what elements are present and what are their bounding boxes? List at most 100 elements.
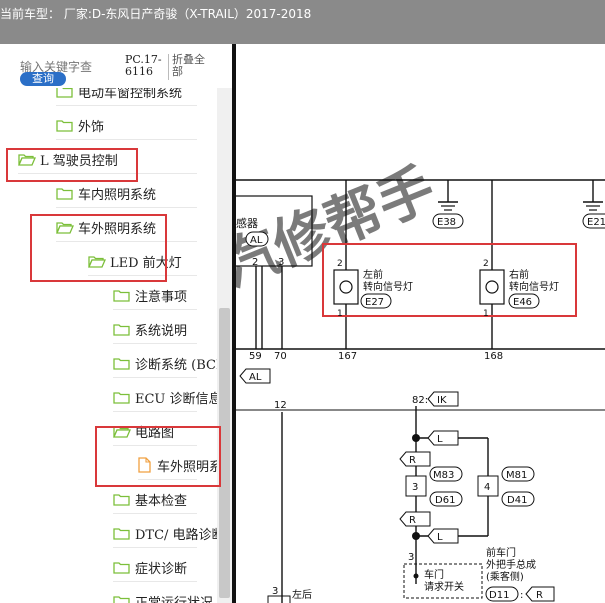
search-input[interactable]	[20, 58, 120, 76]
row-divider	[113, 411, 197, 412]
r-tag-2: R	[409, 515, 416, 526]
tree-item[interactable]: 症状诊断	[113, 552, 197, 582]
row-divider	[113, 309, 197, 310]
tree-item[interactable]: 车内照明系统	[56, 178, 197, 208]
tree-item[interactable]: 基本检查	[113, 484, 197, 514]
tree-item[interactable]: 诊断系统 (BCM)	[113, 348, 217, 378]
tree-item[interactable]: L 驾驶员控制	[18, 144, 197, 174]
title-bar: 当前车型： 厂家:D-东风日产奇骏（X-TRAIL）2017-2018	[0, 0, 605, 44]
tree-item-label: 车外照明系统	[78, 221, 157, 237]
row-divider	[56, 139, 197, 140]
tree-item[interactable]: 注意事项	[113, 280, 197, 310]
folder-icon	[113, 323, 130, 336]
row-divider	[113, 377, 197, 378]
left-lamp-pin-top: 2	[337, 259, 343, 269]
right-lamp-pin-top: 2	[483, 259, 489, 269]
tree-item-label: 注意事项	[135, 289, 188, 305]
query-button[interactable]: 查询	[20, 72, 66, 86]
rear-left-label: 左后	[292, 588, 312, 601]
tree-item[interactable]: DTC/ 电路诊断	[113, 518, 217, 548]
pin-4: 4	[484, 482, 490, 493]
folder-icon	[113, 595, 130, 603]
toolbar-separator	[168, 54, 169, 80]
row-divider	[113, 547, 197, 548]
folder-icon	[113, 289, 130, 302]
tree-item-label: 外饰	[78, 119, 105, 135]
collapse-all-button[interactable]: 折叠全部	[172, 53, 205, 78]
sidebar-scrollbar[interactable]	[217, 88, 232, 603]
tree-item[interactable]: ECU 诊断信息	[113, 382, 217, 412]
wire-number-168: 168	[484, 351, 503, 362]
r-tag-1: R	[409, 455, 416, 466]
connector-m81: M81	[506, 470, 527, 481]
tree-item[interactable]: 正常运行状况	[113, 586, 213, 603]
front-door-line1: 前车门	[486, 546, 516, 559]
tree-item-label: 电路图	[135, 425, 175, 441]
folder-icon	[113, 391, 130, 404]
folder-open-icon	[88, 255, 106, 268]
tree-item-label: 基本检查	[135, 493, 188, 509]
tree-item[interactable]: 系统说明	[113, 314, 197, 344]
wire-number-2: 2	[252, 257, 258, 268]
tree-item[interactable]: 车外照明系统	[138, 450, 217, 480]
tree-item-label: DTC/ 电路诊断	[135, 527, 217, 543]
row-divider	[18, 173, 197, 174]
ik-tag: IK	[437, 395, 447, 406]
right-lamp-name-1: 右前	[509, 268, 529, 281]
folder-open-icon	[56, 221, 74, 234]
pin-3: 3	[412, 482, 418, 493]
tree-item-label: 电动车窗控制系统	[78, 88, 183, 101]
r-tag-3: R	[536, 590, 543, 601]
door-switch-line1: 车门	[424, 568, 444, 581]
tree-item[interactable]: 车外照明系统	[56, 212, 197, 242]
left-lamp-pin-bottom: 1	[337, 309, 343, 319]
door-switch-line2: 请求开关	[424, 580, 464, 593]
pin-3b: 3	[408, 552, 414, 563]
tree-item-label: 正常运行状况	[135, 595, 214, 603]
tree-item-label: 车内照明系统	[78, 187, 157, 203]
folder-icon	[113, 493, 130, 506]
folder-icon	[113, 527, 130, 540]
row-divider	[138, 479, 197, 480]
row-divider	[113, 581, 197, 582]
tree-item[interactable]: 外饰	[56, 110, 197, 140]
folder-icon	[113, 561, 130, 574]
panel-divider[interactable]	[232, 44, 236, 603]
tree-item-label: 症状诊断	[135, 561, 188, 577]
right-lamp-name-2: 转向信号灯	[509, 280, 559, 293]
row-divider	[113, 343, 197, 344]
ground-e21: E21	[587, 217, 605, 228]
front-door-line2: 外把手总成	[486, 558, 536, 571]
wire-number-70: 70	[274, 351, 287, 362]
row-divider	[56, 105, 197, 106]
wire-number-12: 12	[274, 400, 287, 411]
tree-item-label: ECU 诊断信息	[135, 391, 217, 407]
tree-item[interactable]: 电动车窗控制系统	[56, 88, 197, 106]
scrollbar-thumb[interactable]	[219, 308, 230, 598]
folder-icon	[56, 119, 73, 132]
connector-82: 82:	[412, 395, 428, 406]
row-divider	[113, 513, 197, 514]
folder-open-icon	[18, 153, 36, 166]
tree-item-label: 诊断系统 (BCM)	[135, 357, 217, 373]
left-lamp-connector: E27	[365, 297, 384, 308]
tree-item[interactable]: 电路图	[113, 416, 197, 446]
al-tag-box	[245, 231, 269, 247]
folder-open-icon	[113, 425, 131, 438]
folder-icon	[56, 88, 73, 98]
row-divider	[56, 241, 197, 242]
sensor-box	[236, 195, 313, 267]
wire-number-3: 3	[278, 257, 284, 268]
tree-item-label: L 驾驶员控制	[40, 153, 118, 169]
highlight-box-lamps	[322, 243, 577, 317]
left-lamp-name-2: 转向信号灯	[363, 280, 413, 293]
wiring-diagram: 汽修帮手 感器 AL 2 3 E38 E21 2 左前	[236, 44, 605, 603]
row-divider	[113, 445, 197, 446]
tree-item[interactable]: LED 前大灯	[88, 246, 197, 276]
l-tag-1: L	[437, 434, 443, 445]
row-divider	[56, 207, 197, 208]
front-door-line3: (乘客侧)	[486, 570, 524, 583]
wire-number-59: 59	[249, 351, 262, 362]
right-lamp-pin-bottom: 1	[483, 309, 489, 319]
